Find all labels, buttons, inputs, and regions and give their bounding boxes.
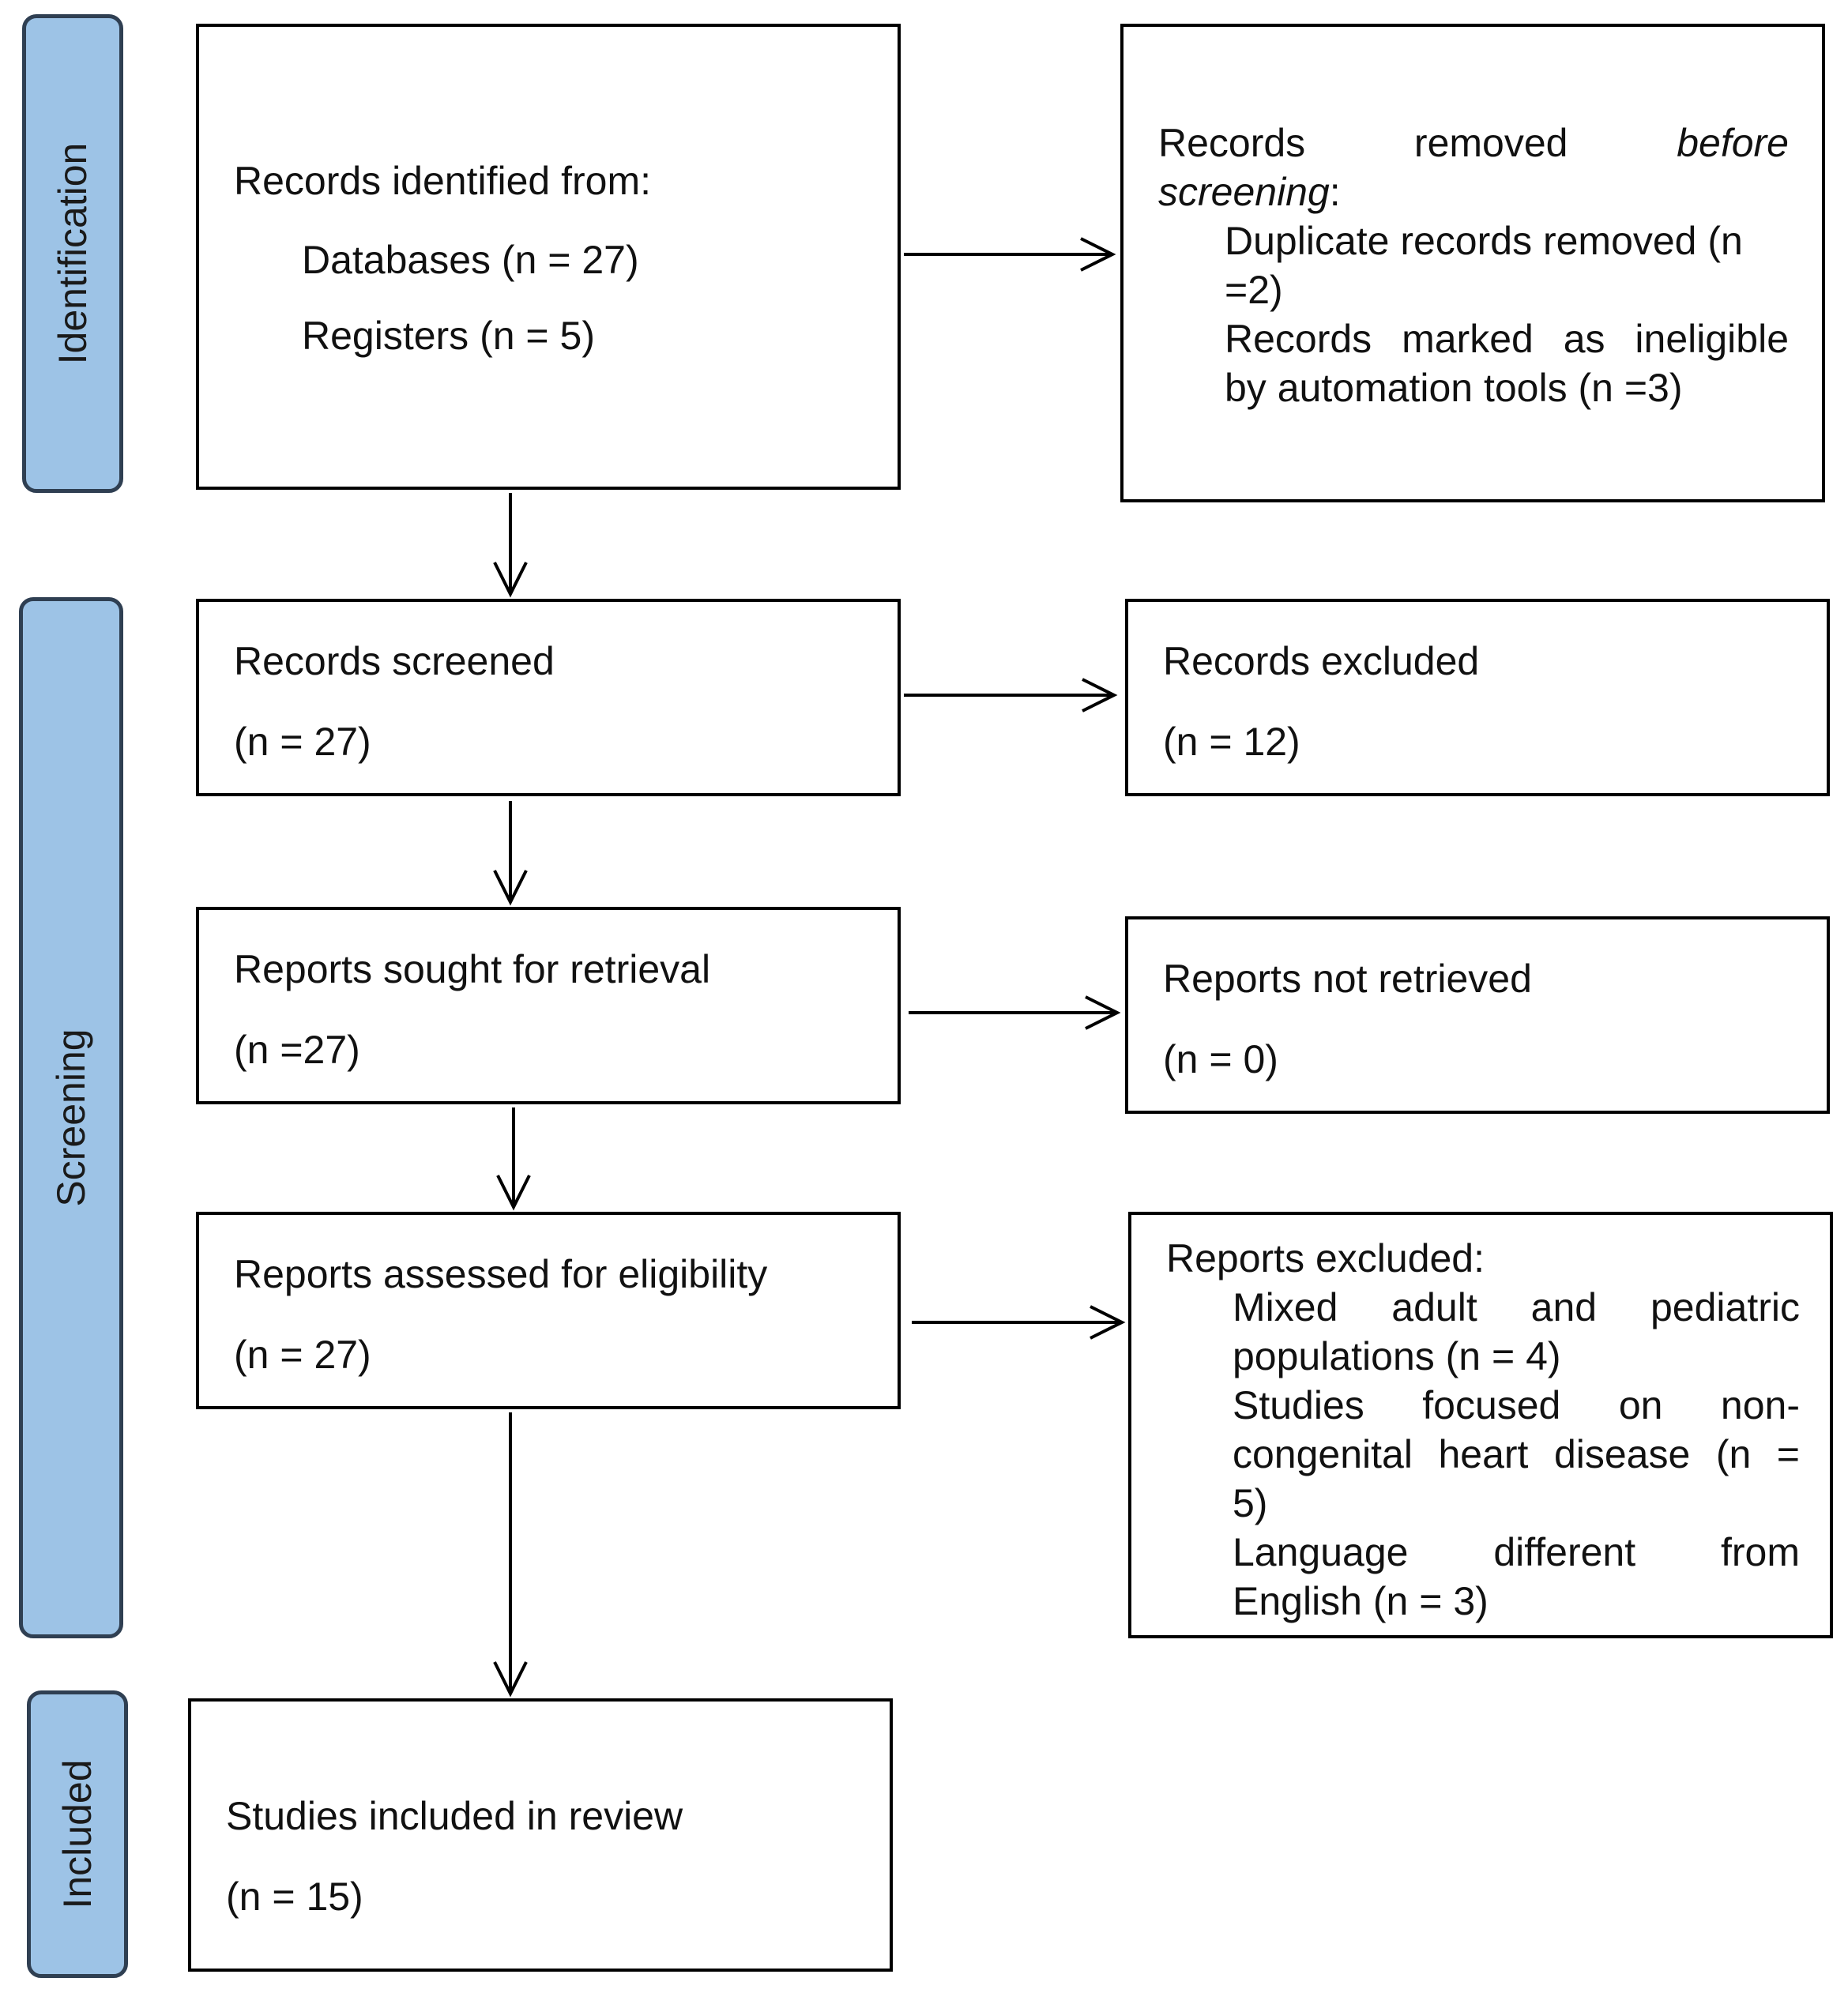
- phase-screening: Screening: [19, 597, 123, 1638]
- duplicates-removed-line1: Duplicate records removed (n: [1225, 219, 1743, 263]
- reports-assessed-box: Reports assessed for eligibility (n = 27…: [196, 1212, 901, 1409]
- records-screened-box: Records screened (n = 27): [196, 599, 901, 796]
- records-identified-box: Records identified from: Databases (n = …: [196, 24, 901, 490]
- phase-included: Included: [27, 1690, 128, 1978]
- arrow-to-records-removed: [904, 237, 1116, 272]
- studies-included-box: Studies included in review (n = 15): [188, 1698, 893, 1972]
- reports-sought-count: (n =27): [234, 1028, 360, 1072]
- ineligible-line2: by automation tools (n =3): [1225, 366, 1683, 410]
- reports-excluded-box: Reports excluded: Mixed adult and pediat…: [1128, 1212, 1833, 1638]
- reports-not-retrieved-count: (n = 0): [1163, 1037, 1278, 1081]
- reports-excluded-title: Reports excluded:: [1166, 1236, 1485, 1280]
- arrow-to-studies-included: [493, 1412, 528, 1698]
- records-identified-title: Records identified from:: [234, 159, 652, 203]
- reports-not-retrieved-title: Reports not retrieved: [1163, 957, 1532, 1001]
- records-excluded-count: (n = 12): [1163, 720, 1300, 764]
- arrow-to-reports-sought: [493, 801, 528, 906]
- reports-sought-box: Reports sought for retrieval (n =27): [196, 907, 901, 1104]
- studies-included-title: Studies included in review: [226, 1794, 683, 1838]
- ineligible-line1: Records marked as ineligible: [1225, 317, 1789, 361]
- reason-language-line1: Language different from: [1233, 1530, 1800, 1574]
- records-removed-title-2: screening:: [1158, 170, 1341, 214]
- arrow-to-reports-assessed: [496, 1107, 531, 1211]
- reports-assessed-count: (n = 27): [234, 1333, 371, 1377]
- reason-noncongenital-line2: congenital heart disease (n =: [1233, 1432, 1800, 1476]
- arrow-to-records-screened: [493, 493, 528, 598]
- records-removed-title: Records removed before: [1158, 121, 1789, 165]
- duplicates-removed-line2: =2): [1225, 268, 1283, 312]
- reason-language-line2: English (n = 3): [1233, 1579, 1489, 1623]
- registers-count: Registers (n = 5): [302, 314, 595, 358]
- databases-count: Databases (n = 27): [302, 238, 639, 282]
- records-removed-box: Records removed before screening: Duplic…: [1120, 24, 1825, 502]
- records-screened-title: Records screened: [234, 639, 555, 683]
- records-excluded-title: Records excluded: [1163, 639, 1480, 683]
- reason-mixed-line1: Mixed adult and pediatric: [1233, 1285, 1800, 1329]
- studies-included-count: (n = 15): [226, 1875, 363, 1919]
- reports-assessed-title: Reports assessed for eligibility: [234, 1252, 768, 1296]
- reason-mixed-line2: populations (n = 4): [1233, 1334, 1561, 1378]
- arrow-to-reports-not-retrieved: [909, 995, 1121, 1030]
- phase-identification: Identification: [22, 14, 123, 493]
- reports-not-retrieved-box: Reports not retrieved (n = 0): [1125, 916, 1830, 1114]
- arrow-to-reports-excluded: [912, 1305, 1126, 1340]
- records-excluded-box: Records excluded (n = 12): [1125, 599, 1830, 796]
- records-screened-count: (n = 27): [234, 720, 371, 764]
- reason-noncongenital-line1: Studies focused on non-: [1233, 1383, 1800, 1427]
- reports-sought-title: Reports sought for retrieval: [234, 947, 711, 991]
- reason-noncongenital-line3: 5): [1233, 1481, 1268, 1525]
- arrow-to-records-excluded: [904, 678, 1118, 713]
